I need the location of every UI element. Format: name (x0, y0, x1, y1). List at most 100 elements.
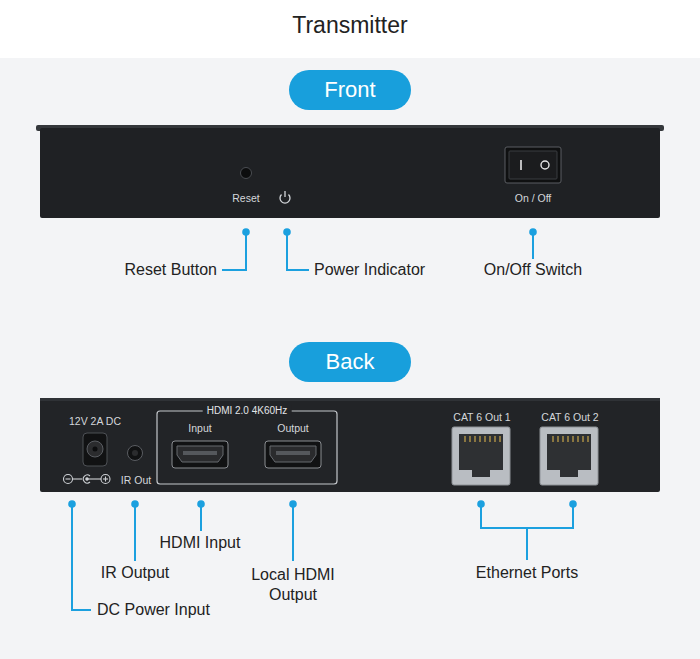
hdmi-port (172, 441, 228, 468)
leader-line (287, 232, 309, 270)
ethernet-port (472, 470, 490, 477)
leader-dot (197, 500, 205, 508)
section-pill: Front (289, 70, 411, 110)
dc-jack (83, 433, 107, 466)
ethernet-port (560, 470, 578, 477)
callout-label: Reset Button (125, 260, 218, 280)
ir-jack (132, 450, 138, 456)
hdmi-bracket (157, 411, 337, 484)
ethernet-port (459, 434, 503, 470)
ethernet-port (567, 436, 568, 442)
back-panel (40, 398, 660, 401)
leader-dot (477, 500, 485, 508)
port-label: HDMI 2.0 4K60Hz (203, 405, 292, 417)
rocker-switch (505, 147, 561, 183)
polarity-symbol (64, 475, 111, 484)
leader-line (200, 504, 202, 531)
ethernet-port (494, 436, 495, 442)
ethernet-port (452, 427, 510, 485)
callout-label: Power Indicator (314, 260, 425, 280)
port-label: 12V 2A DC (69, 415, 121, 428)
leader-dot (131, 500, 139, 508)
hdmi-port (276, 451, 310, 455)
hdmi-port (183, 451, 217, 455)
hdmi-group: HDMI 2.0 4K60HzInputOutput (157, 411, 337, 484)
rocker-switch (509, 151, 557, 179)
ir-jack (128, 446, 143, 461)
port-label: On / Off (515, 192, 552, 205)
rocker-switch (541, 161, 549, 169)
hdmi-port (270, 446, 316, 462)
ir-jack (128, 446, 143, 461)
polarity-symbol (101, 475, 110, 484)
ethernet-port (479, 436, 480, 442)
section-label: Front (324, 77, 375, 103)
leader-line (532, 232, 534, 259)
ethernet-port (465, 436, 500, 442)
front-panel (36, 125, 664, 218)
power-icon (280, 191, 290, 203)
leader-dot (529, 228, 537, 236)
leader-line (292, 504, 294, 561)
callout-label: IR Output (101, 563, 169, 583)
leader-lines (68, 228, 577, 610)
port-label: Input (188, 422, 211, 435)
polarity-symbol (64, 475, 73, 484)
callout-label: Ethernet Ports (476, 563, 578, 583)
port-label: Output (277, 422, 309, 435)
leader-line (481, 504, 573, 528)
callout-label: DC Power Input (97, 600, 210, 620)
ethernet-port (489, 436, 490, 442)
ethernet-port (553, 436, 588, 442)
ethernet-port (540, 427, 598, 485)
ethernet-port (582, 436, 583, 442)
hdmi-bracket (157, 411, 337, 484)
ethernet-port (562, 436, 563, 442)
hdmi-port (265, 441, 321, 468)
ethernet-port (587, 436, 588, 442)
leader-line (222, 232, 246, 270)
callout-label: On/Off Switch (484, 260, 582, 280)
ethernet-port (484, 436, 485, 442)
leader-line (134, 504, 136, 561)
callout-label: HDMI Input (160, 533, 241, 553)
port-label: IR Out (121, 474, 151, 487)
ethernet-port (547, 434, 591, 470)
ethernet-port (552, 436, 553, 442)
polarity-symbol (66, 478, 71, 479)
section-label: Back (326, 349, 375, 375)
port-label: CAT 6 Out 1 (453, 411, 510, 424)
leader-line (72, 504, 91, 610)
title: Transmitter (292, 12, 407, 39)
ethernet-port (499, 436, 500, 442)
callout-label: Local HDMI Output (233, 565, 353, 605)
polarity-symbol (105, 477, 106, 482)
port-label: Reset (232, 192, 259, 205)
ethernet-port (540, 427, 598, 485)
ethernet-port (557, 436, 558, 442)
power-icon (284, 191, 285, 197)
rocker-switch (520, 160, 522, 170)
dc-jack (93, 447, 98, 452)
hdmi-port (265, 441, 321, 468)
background-band (0, 58, 700, 659)
front-panel: Reset On / Off (40, 127, 660, 219)
dc-jack (83, 433, 107, 466)
leader-dot (283, 228, 291, 236)
reset-button (241, 168, 252, 179)
leader-line (526, 528, 528, 560)
back-panel: 12V 2A DCIR OutCAT 6 Out 1CAT 6 Out 2HDM… (40, 398, 660, 492)
ethernet-port (577, 436, 578, 442)
rocker-switch (505, 147, 561, 183)
reset-button (241, 168, 252, 179)
back-panel (40, 398, 660, 492)
leader-dot (289, 500, 297, 508)
ethernet-port (464, 436, 465, 442)
polarity-symbol (73, 478, 83, 479)
leader-dot (68, 500, 76, 508)
dc-jack (87, 441, 103, 457)
ethernet-port (469, 436, 470, 442)
leader-dot (569, 500, 577, 508)
front-panel (40, 128, 660, 218)
back-panel (40, 398, 660, 492)
